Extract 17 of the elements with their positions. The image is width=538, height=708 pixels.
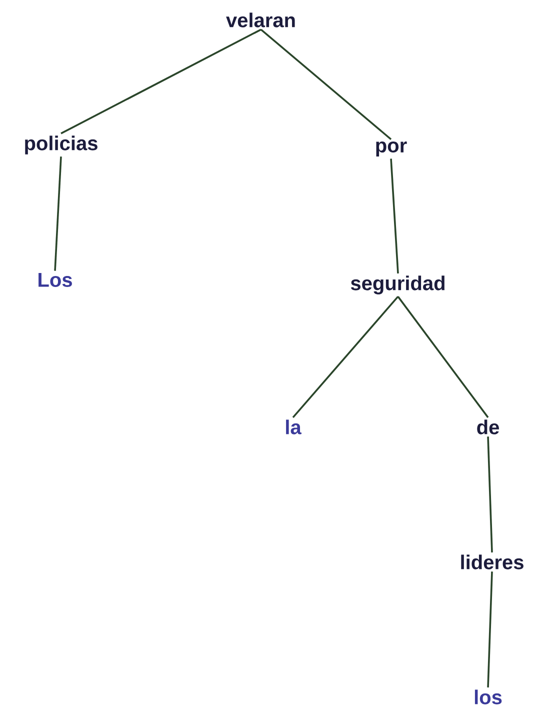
word-label: lideres bbox=[461, 554, 524, 570]
word-label: seguridad bbox=[350, 276, 444, 294]
tree-branch bbox=[487, 572, 493, 688]
word-label: los bbox=[474, 690, 502, 704]
tree-branch bbox=[60, 28, 262, 134]
word-label: Los bbox=[38, 273, 72, 287]
tree-branch bbox=[54, 156, 62, 271]
word-label: por bbox=[376, 142, 407, 156]
tree-branch bbox=[397, 296, 489, 418]
word-label: policias bbox=[25, 136, 98, 154]
tree-branch bbox=[487, 436, 493, 552]
word-label: de bbox=[477, 420, 499, 434]
word-label: la bbox=[286, 420, 302, 434]
tree-branch bbox=[292, 296, 399, 418]
tree-branch bbox=[260, 28, 392, 140]
tree-branch bbox=[390, 158, 399, 274]
word-label: velaran bbox=[226, 12, 295, 28]
